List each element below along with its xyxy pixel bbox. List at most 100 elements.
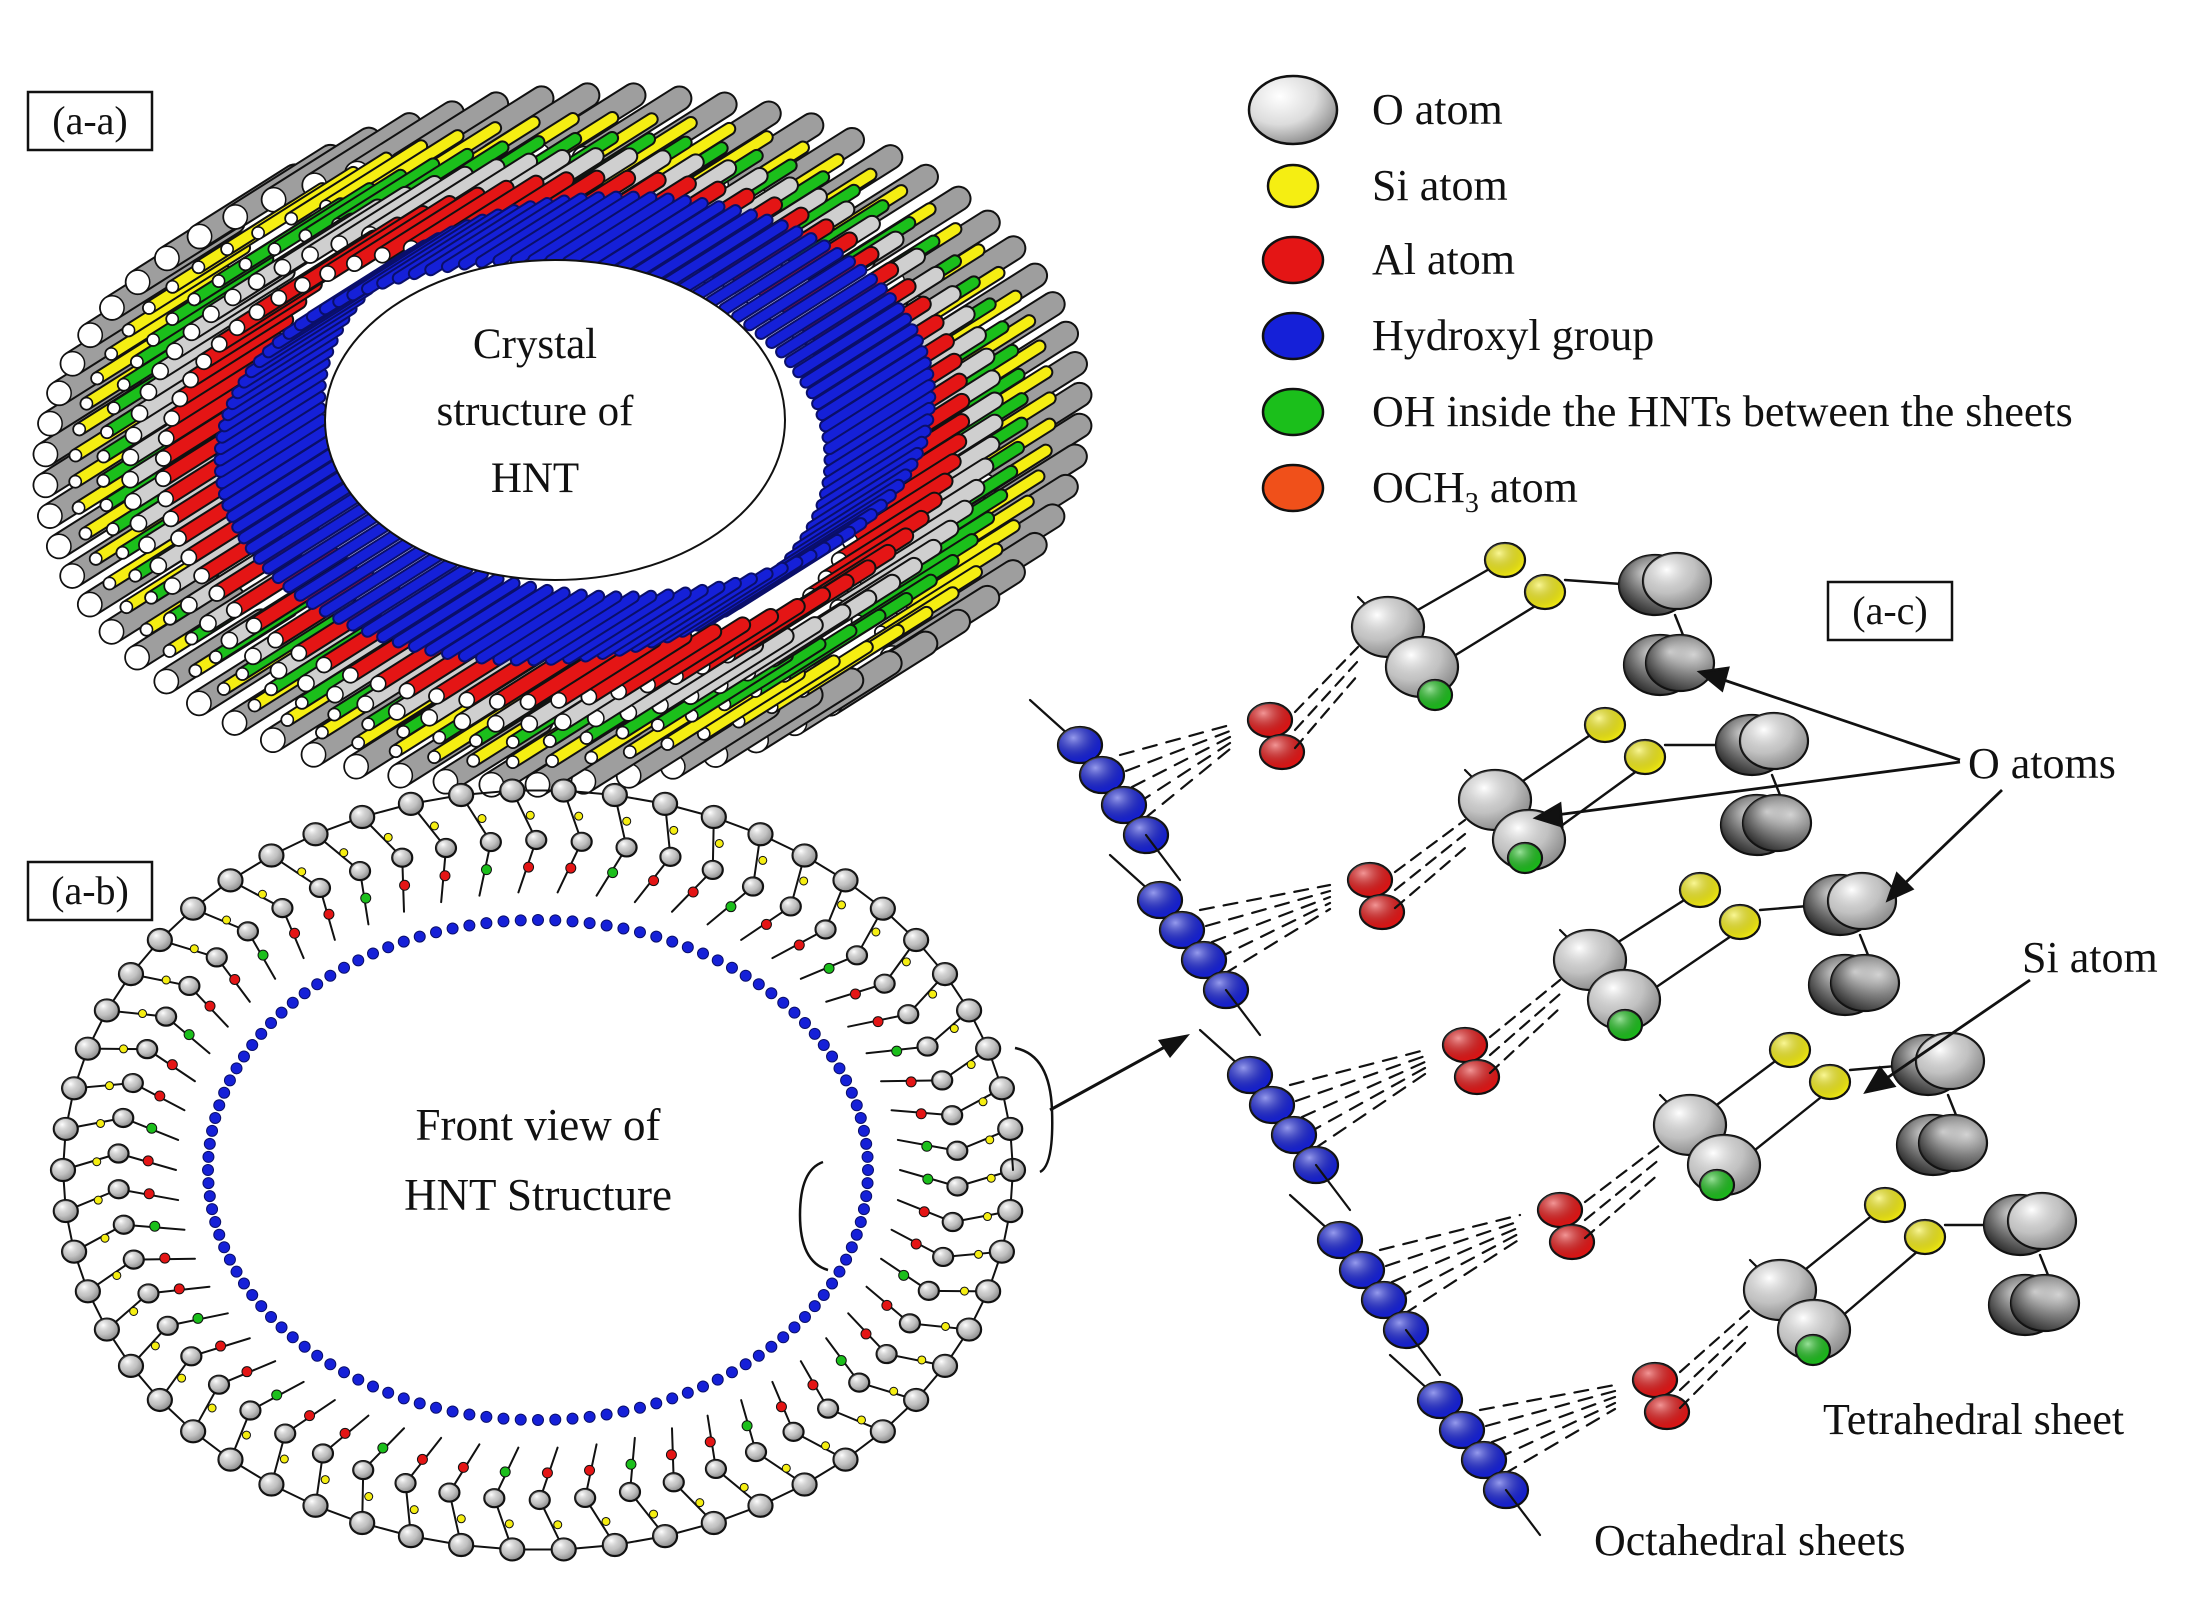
ring-hydroxyl — [808, 1027, 821, 1040]
hydroxyl-rod — [825, 392, 935, 465]
rod-end — [388, 703, 406, 721]
rod-end — [369, 675, 387, 693]
si-atom-shade — [1770, 1033, 1810, 1067]
hydroxyl-atom-shade — [1340, 1252, 1384, 1288]
hydroxyl-rod — [284, 519, 394, 592]
hydrogen-bond — [1390, 1225, 1522, 1284]
hydrogen-bond — [1502, 1407, 1617, 1476]
hydroxyl-atom-shade — [1102, 787, 1146, 823]
ring-hydroxyl — [223, 1074, 236, 1087]
hydrogen-bond — [1306, 1066, 1427, 1135]
ring-hydroxyl — [514, 1413, 527, 1426]
ring-hydroxyl — [711, 1373, 724, 1386]
ring-o-atom-shade — [480, 833, 501, 852]
rod-end — [543, 734, 557, 748]
hydrogen-bond — [1300, 1060, 1427, 1119]
al-o-link — [1293, 659, 1360, 732]
hydrogen-bond — [1478, 1383, 1617, 1412]
ring-hydroxyl — [413, 1397, 426, 1410]
ring-al-atom — [360, 892, 372, 904]
ring-al-atom — [173, 1283, 185, 1295]
rod-end — [315, 656, 333, 674]
ring-al-atom — [215, 1340, 227, 1352]
o-atom-dark-shade — [1919, 1115, 1987, 1171]
ring-al-atom — [146, 1122, 158, 1134]
o-atom-shade — [1740, 713, 1808, 769]
rod-end — [273, 258, 292, 277]
rod-end — [251, 226, 265, 240]
ring-al-atom — [921, 1140, 933, 1152]
hydrogen-bond — [1130, 735, 1232, 789]
ring-si-atom — [320, 1475, 330, 1485]
rod-end — [79, 396, 94, 411]
ring-hydroxyl — [203, 1190, 216, 1203]
rod-end — [520, 715, 539, 733]
legend-label-si-atom: Si atom — [1372, 161, 1508, 210]
ring-al-atom — [625, 1458, 637, 1470]
ring-o-atom-shade — [780, 897, 801, 916]
hydrogen-bond — [1496, 1401, 1617, 1460]
o-atom-shade — [1916, 1033, 1984, 1089]
front-view-ring — [49, 778, 1027, 1562]
ring-hydroxyl — [446, 1405, 459, 1418]
legend-swatch-o-atom — [1247, 74, 1339, 146]
ring-si-atom — [100, 1233, 110, 1243]
hydroxyl-rod — [614, 202, 724, 275]
ring-o-atom-shade — [108, 1180, 129, 1199]
ring-o-atom-shade — [705, 1459, 726, 1478]
al-atom-shade — [1348, 863, 1392, 897]
rod-end — [117, 377, 131, 392]
rod-end — [99, 498, 114, 512]
ring-o-atom-shade — [94, 1318, 119, 1341]
ring-hydroxyl — [711, 954, 724, 967]
ring-o-atom-shade — [392, 848, 413, 867]
hydroxyl-rod — [581, 588, 690, 661]
rod-end — [77, 591, 103, 618]
rod-end — [144, 590, 158, 605]
ring-hydroxyl — [480, 917, 493, 930]
ring-o-atom-shade — [303, 1494, 328, 1517]
rod-end — [154, 245, 180, 271]
ring-hydroxyl — [298, 987, 311, 1000]
ring-hydroxyl — [209, 1215, 222, 1228]
ring-hydroxyl — [617, 1405, 630, 1418]
si-atom-pointer — [1863, 978, 2031, 1095]
inner-oh-atom-shade — [1608, 1010, 1642, 1040]
ring-o-atom-shade — [275, 1424, 296, 1443]
hydroxyl-rod — [767, 274, 877, 347]
ring-si-atom — [695, 1498, 705, 1508]
rod-end — [247, 698, 262, 713]
ring-hydroxyl — [275, 1321, 288, 1334]
ring-hydroxyl — [681, 1386, 694, 1399]
al-atom-shade — [1538, 1193, 1582, 1227]
rod-end — [191, 260, 206, 274]
rod-end — [220, 631, 239, 650]
hydrogen-bond — [1118, 723, 1232, 757]
sheet-units — [1028, 541, 2081, 1537]
ring-si-atom — [177, 1373, 187, 1383]
ring-o-atom-shade — [898, 1005, 919, 1024]
ring-o-atom-shade — [942, 1213, 963, 1232]
ring-o-atom-shade — [309, 878, 330, 897]
ring-o-atom-shade — [551, 1538, 576, 1561]
ring-o-atom-shade — [123, 1250, 144, 1269]
legend-label-al-atom: Al atom — [1372, 235, 1515, 284]
rod-end — [163, 410, 181, 427]
rod-end — [458, 691, 476, 709]
ring-al-atom — [905, 1076, 917, 1088]
hydroxyl-atom-shade — [1462, 1442, 1506, 1478]
ring-si-atom — [837, 900, 847, 910]
hydroxyl-rod — [733, 249, 842, 322]
ring-si-atom — [364, 1492, 374, 1502]
rod-end — [193, 567, 210, 585]
rod-end — [217, 682, 231, 696]
rod-end — [226, 601, 243, 619]
hydroxyl-rod — [821, 358, 930, 431]
rod-end — [149, 556, 168, 575]
hydroxyl-atom-shade — [1228, 1057, 1272, 1093]
ring-al-atom — [793, 939, 805, 951]
panel-label-box-a — [26, 90, 154, 152]
rod-end — [519, 693, 537, 711]
ring-o-atom-shade — [398, 1525, 423, 1548]
